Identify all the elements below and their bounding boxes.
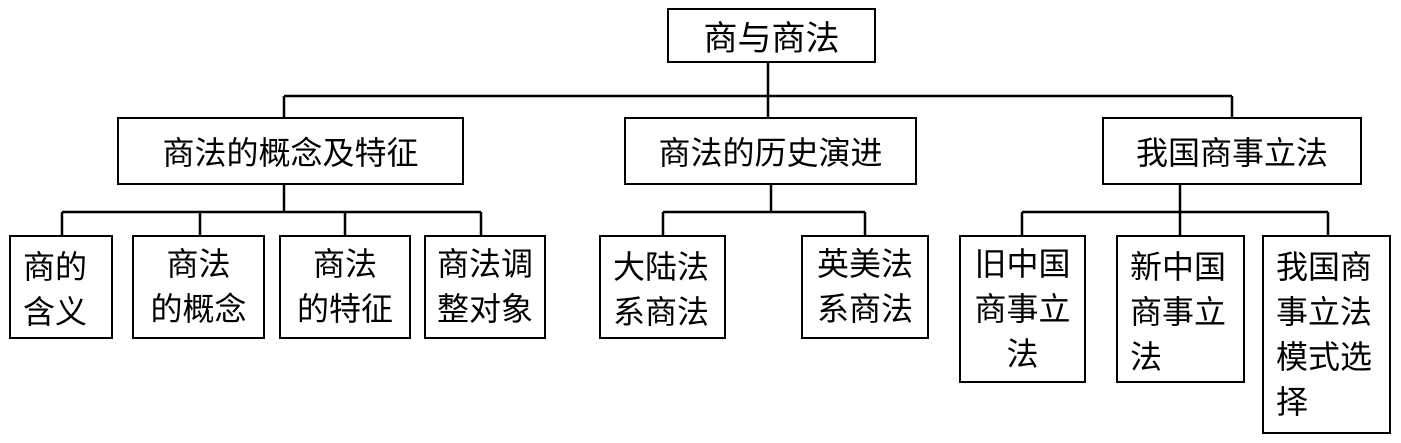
leaf-node: 我国商 事立法 模式选 择 xyxy=(1262,235,1391,434)
leaf-node: 旧中国 商事立 法 xyxy=(959,235,1086,383)
leaf-label: 商法 的概念 xyxy=(150,245,247,328)
leaf-node: 商的 含义 xyxy=(9,235,113,339)
leaf-node: 商法调 整对象 xyxy=(424,235,546,339)
leaf-node: 大陆法 系商法 xyxy=(599,235,726,339)
branch-label: 商法的概念及特征 xyxy=(162,134,419,172)
root-node: 商与商法 xyxy=(667,8,876,63)
leaf-label: 英美法 系商法 xyxy=(816,245,913,328)
leaf-label: 新中国 商事立 法 xyxy=(1130,248,1227,376)
leaf-node: 英美法 系商法 xyxy=(801,235,929,339)
leaf-label: 商法 的特征 xyxy=(296,245,393,328)
branch-label: 商法的历史演进 xyxy=(658,134,883,172)
leaf-node: 商法 的特征 xyxy=(279,235,411,339)
branch-node-history: 商法的历史演进 xyxy=(624,117,917,185)
leaf-node: 商法 的概念 xyxy=(132,235,265,339)
leaf-label: 我国商 事立法 模式选 择 xyxy=(1276,248,1373,421)
leaf-label: 大陆法 系商法 xyxy=(613,248,710,331)
leaf-label: 商法调 整对象 xyxy=(436,245,533,328)
leaf-label: 旧中国 商事立 法 xyxy=(974,244,1071,373)
branch-node-china-legislation: 我国商事立法 xyxy=(1102,117,1362,185)
leaf-label: 商的 含义 xyxy=(23,248,88,331)
leaf-node: 新中国 商事立 法 xyxy=(1116,235,1245,383)
branch-node-concept: 商法的概念及特征 xyxy=(117,117,464,185)
branch-label: 我国商事立法 xyxy=(1135,134,1328,172)
root-label: 商与商法 xyxy=(703,19,840,59)
